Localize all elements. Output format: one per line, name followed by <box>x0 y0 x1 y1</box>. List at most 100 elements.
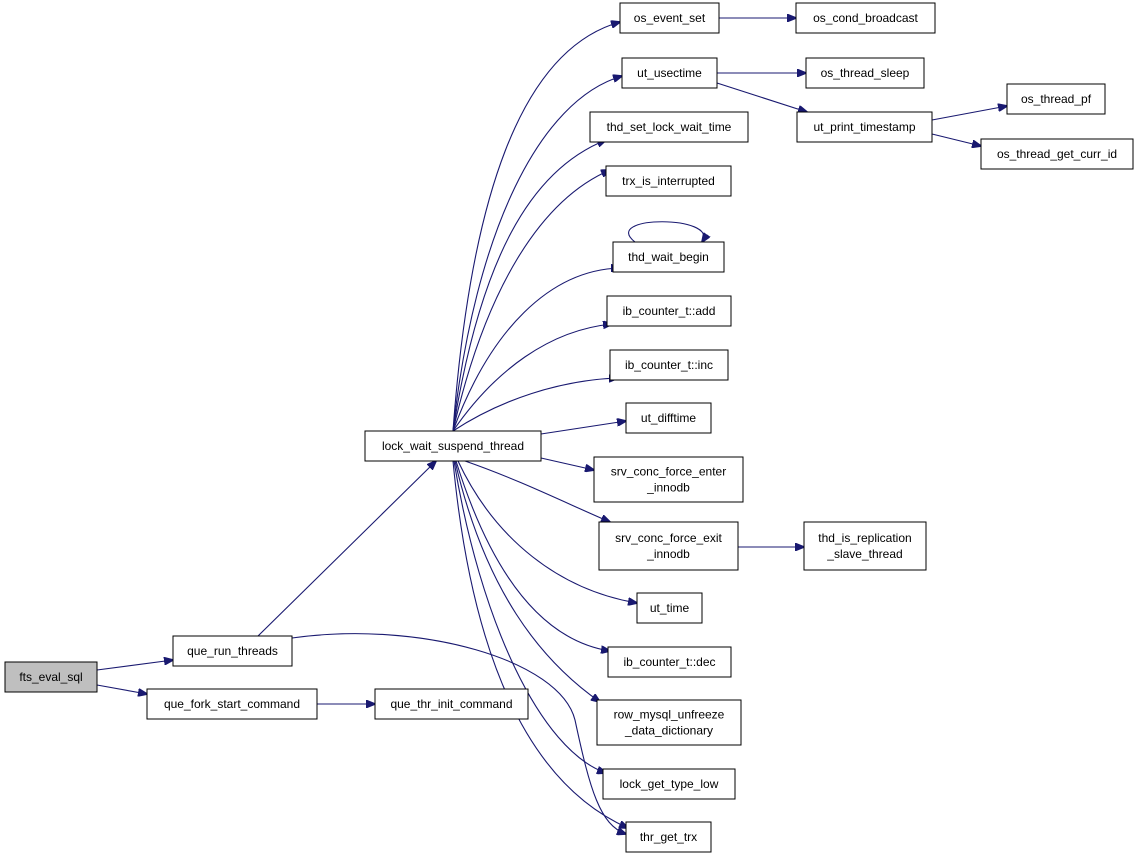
node-thd_set_lock_wait_time[interactable]: thd_set_lock_wait_time <box>589 111 749 143</box>
edge-thd_wait_begin-to-thd_wait_begin <box>628 221 704 242</box>
node-box <box>596 699 742 746</box>
edge-lock_wait_suspend_thread-to-thd_set_lock_wait_time <box>452 140 606 432</box>
edge-lock_wait_suspend_thread-to-ib_counter_t_dec <box>455 460 610 651</box>
node-box <box>796 111 933 143</box>
node-box <box>619 2 720 34</box>
node-label: thd_set_lock_wait_time <box>607 120 732 134</box>
node-ib_counter_t_add[interactable]: ib_counter_t::add <box>606 295 732 327</box>
node-lock_get_type_low[interactable]: lock_get_type_low <box>602 768 736 800</box>
node-thd_wait_begin[interactable]: thd_wait_begin <box>612 241 725 273</box>
node-label: thr_get_trx <box>640 830 697 844</box>
node-row_mysql_unfreeze_data_dictionary[interactable]: row_mysql_unfreeze _data_dictionary <box>596 699 742 746</box>
node-os_thread_sleep[interactable]: os_thread_sleep <box>805 57 925 89</box>
node-thd_is_replication_slave_thread[interactable]: thd_is_replication_slave_thread <box>803 521 927 571</box>
node-label: ut_usectime <box>637 66 702 80</box>
node-label: thd_is_replication <box>818 531 911 545</box>
node-label: que_run_threads <box>187 644 278 658</box>
node-que_run_threads[interactable]: que_run_threads <box>172 635 293 667</box>
node-label: que_thr_init_command <box>390 697 512 711</box>
node-box <box>625 402 712 434</box>
node-label: ib_counter_t::add <box>623 304 716 318</box>
node-os_thread_get_curr_id[interactable]: os_thread_get_curr_id <box>980 138 1134 170</box>
node-box <box>636 592 703 624</box>
node-os_thread_pf[interactable]: os_thread_pf <box>1006 83 1106 115</box>
node-label: srv_conc_force_exit <box>615 531 722 545</box>
node-box <box>1006 83 1106 115</box>
node-box <box>605 165 732 197</box>
edge-lock_wait_suspend_thread-to-thr_get_trx <box>452 460 628 828</box>
node-label: thd_wait_begin <box>628 250 709 264</box>
node-fts_eval_sql[interactable]: fts_eval_sql <box>4 661 98 693</box>
edge-lock_wait_suspend_thread-to-os_event_set <box>452 22 620 432</box>
node-box <box>602 768 736 800</box>
node-ib_counter_t_inc[interactable]: ib_counter_t::inc <box>609 349 729 381</box>
node-box <box>795 2 936 34</box>
node-label: os_cond_broadcast <box>813 11 918 25</box>
node-label: srv_conc_force_enter <box>611 465 726 479</box>
node-box <box>621 57 718 89</box>
node-label: _data_dictionary <box>624 724 713 738</box>
node-box <box>598 521 739 571</box>
node-os_event_set[interactable]: os_event_set <box>619 2 720 34</box>
node-label: row_mysql_unfreeze <box>614 708 725 722</box>
node-label: os_thread_get_curr_id <box>997 147 1117 161</box>
edge-que_run_threads-to-lock_wait_suspend_thread <box>257 461 436 637</box>
edge-fts_eval_sql-to-que_run_threads <box>96 660 173 671</box>
node-label: lock_wait_suspend_thread <box>382 439 524 453</box>
node-label: que_fork_start_command <box>164 697 300 711</box>
node-label: trx_is_interrupted <box>622 174 715 188</box>
edges-layer <box>96 18 1007 834</box>
edge-ut_print_timestamp-to-os_thread_get_curr_id <box>931 133 981 146</box>
edge-lock_wait_suspend_thread-to-trx_is_interrupted <box>452 170 610 432</box>
node-box <box>805 57 925 89</box>
edge-ut_usectime-to-ut_print_timestamp <box>716 82 807 112</box>
edge-lock_wait_suspend_thread-to-ib_counter_t_add <box>452 324 612 432</box>
node-label: _innodb <box>646 481 690 495</box>
edge-lock_wait_suspend_thread-to-thd_wait_begin <box>452 268 620 432</box>
node-srv_conc_force_exit_innodb[interactable]: srv_conc_force_exit _innodb <box>598 521 739 571</box>
node-label: ut_print_timestamp <box>813 120 915 134</box>
node-os_cond_broadcast[interactable]: os_cond_broadcast <box>795 2 936 34</box>
node-label: lock_get_type_low <box>620 777 719 791</box>
node-box <box>612 241 725 273</box>
node-box <box>803 521 927 571</box>
edge-fts_eval_sql-to-que_fork_start_command <box>96 684 147 694</box>
edge-lock_wait_suspend_thread-to-ut_time <box>457 460 637 603</box>
node-label: fts_eval_sql <box>19 670 82 684</box>
node-box <box>606 295 732 327</box>
node-ut_print_timestamp[interactable]: ut_print_timestamp <box>796 111 933 143</box>
node-trx_is_interrupted[interactable]: trx_is_interrupted <box>605 165 732 197</box>
node-que_thr_init_command[interactable]: que_thr_init_command <box>374 688 529 720</box>
node-label: os_thread_pf <box>1021 92 1092 106</box>
node-box <box>364 430 542 462</box>
node-label: ib_counter_t::inc <box>625 358 713 372</box>
node-thr_get_trx[interactable]: thr_get_trx <box>625 821 712 853</box>
node-lock_wait_suspend_thread[interactable]: lock_wait_suspend_thread <box>364 430 542 462</box>
node-box <box>172 635 293 667</box>
node-ut_time[interactable]: ut_time <box>636 592 703 624</box>
node-label: ib_counter_t::dec <box>623 655 715 669</box>
node-que_fork_start_command[interactable]: que_fork_start_command <box>146 688 318 720</box>
node-ib_counter_t_dec[interactable]: ib_counter_t::dec <box>607 646 732 678</box>
node-ut_usectime[interactable]: ut_usectime <box>621 57 718 89</box>
node-label: os_event_set <box>634 11 706 25</box>
node-box <box>146 688 318 720</box>
node-srv_conc_force_enter_innodb[interactable]: srv_conc_force_enter _innodb <box>593 456 744 503</box>
edge-lock_wait_suspend_thread-to-srv_conc_force_exit_innodb <box>464 460 610 522</box>
edge-ut_print_timestamp-to-os_thread_pf <box>931 106 1007 121</box>
node-box <box>374 688 529 720</box>
edge-lock_wait_suspend_thread-to-row_mysql_unfreeze_data_dictionary <box>454 460 600 702</box>
node-box <box>609 349 729 381</box>
edge-lock_wait_suspend_thread-to-srv_conc_force_enter_innodb <box>540 457 594 470</box>
node-box <box>589 111 749 143</box>
node-box <box>625 821 712 853</box>
edge-que_run_threads-to-thr_get_trx <box>291 633 626 834</box>
edge-lock_wait_suspend_thread-to-ut_difftime <box>540 421 626 435</box>
node-label: _innodb <box>646 547 690 561</box>
edge-lock_wait_suspend_thread-to-ib_counter_t_inc <box>452 378 618 432</box>
edge-lock_wait_suspend_thread-to-lock_get_type_low <box>453 460 606 773</box>
edge-lock_wait_suspend_thread-to-ut_usectime <box>452 76 622 432</box>
node-ut_difftime[interactable]: ut_difftime <box>625 402 712 434</box>
nodes-layer: fts_eval_sql que_run_threads que_fork_star… <box>4 2 1134 853</box>
